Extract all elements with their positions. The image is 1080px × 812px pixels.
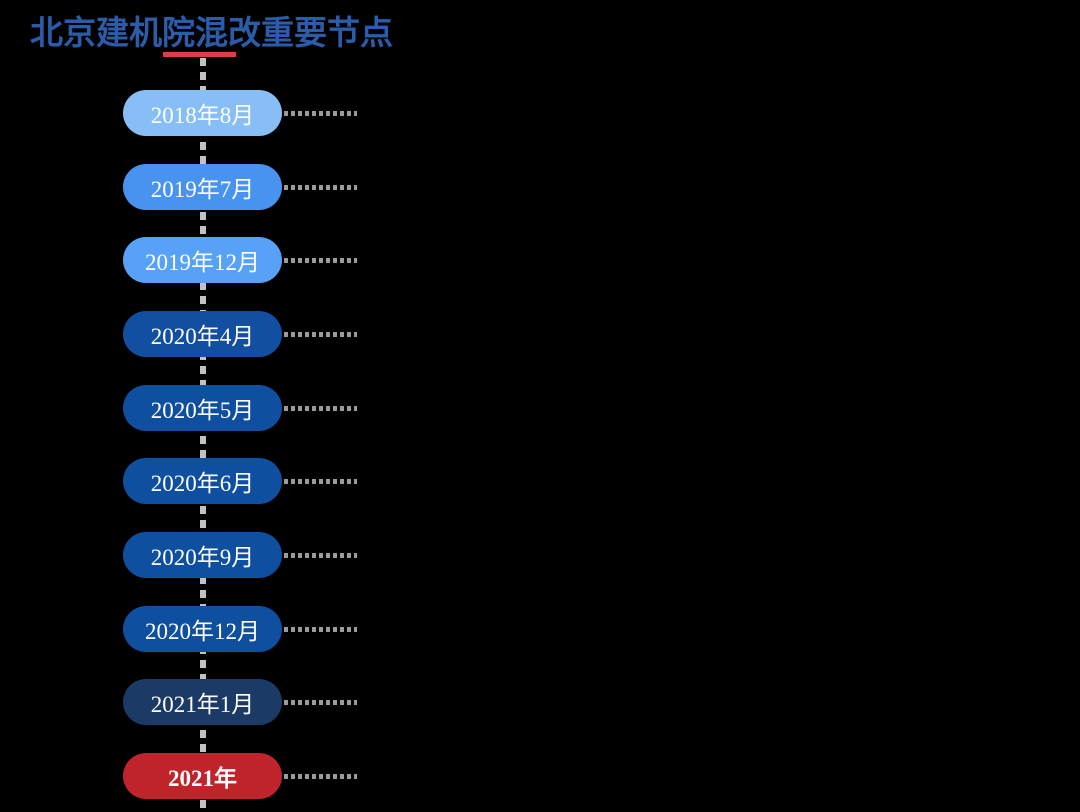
timeline-node: 2021年 (0, 753, 430, 800)
timeline-node: 2020年9月 (0, 532, 430, 579)
timeline-node-pill: 2020年12月 (123, 605, 282, 652)
timeline-node-connector-line (284, 774, 357, 780)
title-underline (163, 52, 236, 57)
timeline-node: 2020年4月 (0, 311, 430, 357)
timeline-node-connector-line (284, 184, 357, 190)
timeline-node-connector-line (284, 553, 357, 559)
timeline-node-pill: 2020年9月 (123, 532, 282, 579)
timeline-node-pill: 2021年 (123, 753, 282, 800)
timeline-axis-line (200, 58, 206, 812)
timeline-node: 2020年6月 (0, 458, 430, 505)
timeline-node-pill: 2020年5月 (123, 384, 282, 431)
timeline-node-connector-line (284, 405, 357, 411)
timeline-node-connector-line (284, 626, 357, 632)
timeline-node-connector-line (284, 258, 357, 264)
timeline-node-connector-line (284, 479, 357, 485)
timeline-node-pill: 2019年12月 (123, 237, 282, 284)
timeline-node-pill: 2020年6月 (123, 458, 282, 505)
timeline-node-pill: 2020年4月 (123, 311, 282, 357)
timeline-node: 2020年12月 (0, 605, 430, 652)
page-title: 北京建机院混改重要节点 (30, 14, 393, 51)
timeline-node-connector-line (284, 111, 357, 116)
timeline-node-pill: 2018年8月 (123, 90, 282, 136)
timeline-node: 2019年12月 (0, 237, 430, 284)
timeline-node: 2018年8月 (0, 90, 430, 136)
timeline-node: 2020年5月 (0, 384, 430, 431)
timeline-node-pill: 2019年7月 (123, 163, 282, 210)
timeline-node-connector-line (284, 700, 357, 706)
timeline-node-connector-line (284, 332, 357, 337)
timeline-node: 2021年1月 (0, 679, 430, 726)
timeline-node: 2019年7月 (0, 163, 430, 210)
timeline-node-pill: 2021年1月 (123, 679, 282, 726)
